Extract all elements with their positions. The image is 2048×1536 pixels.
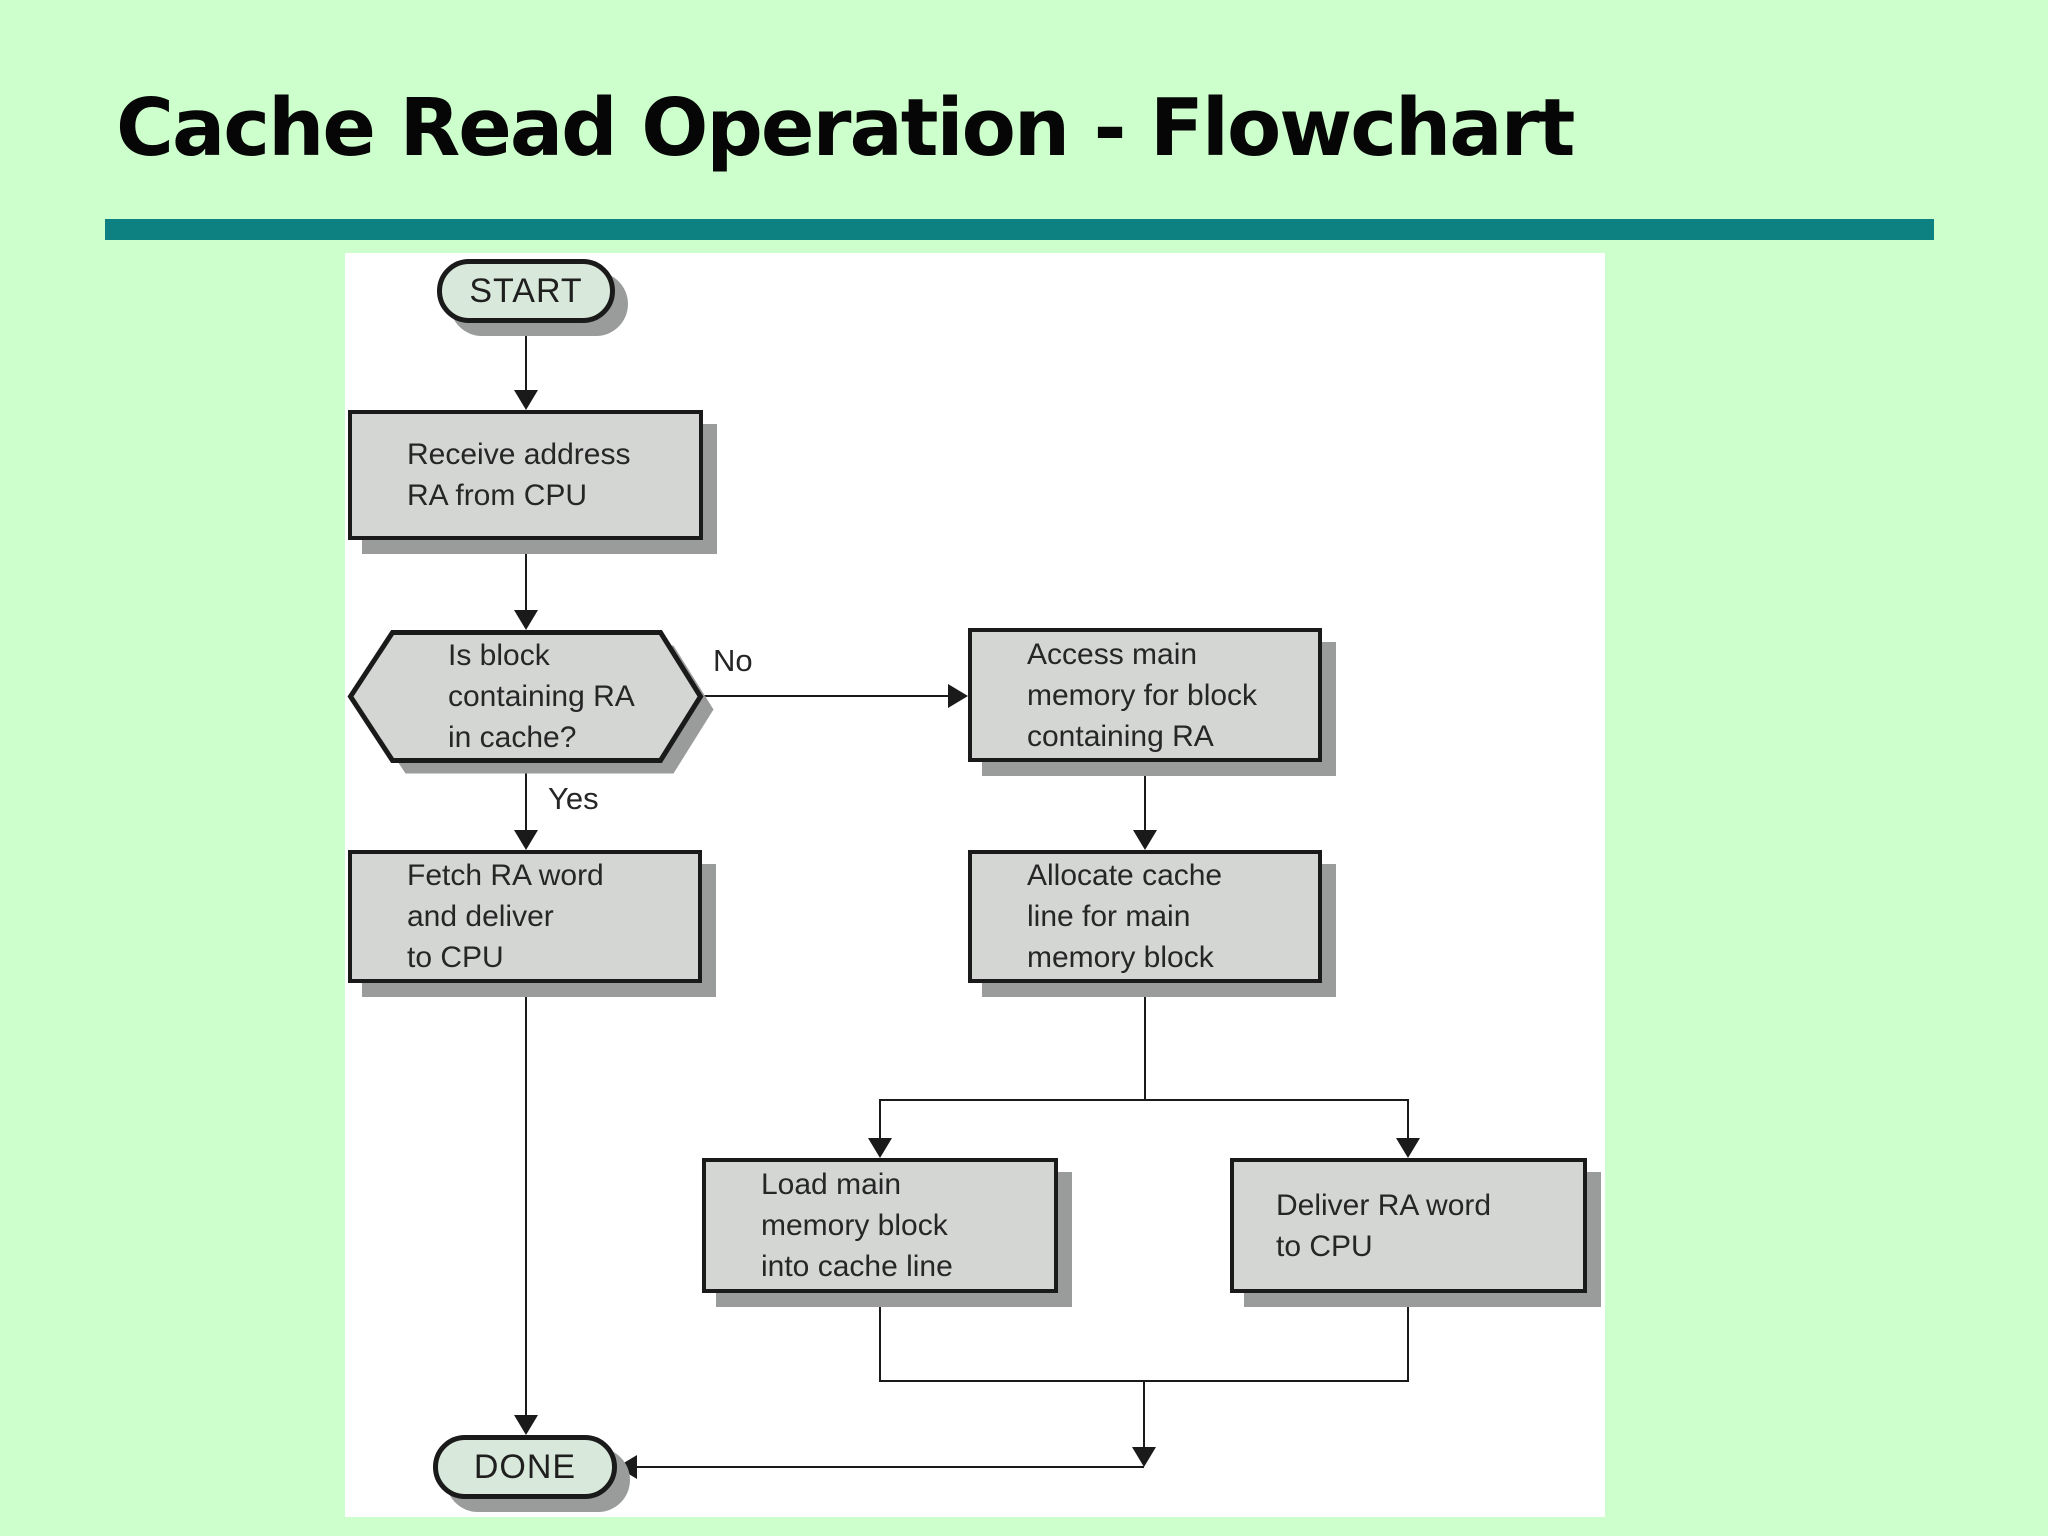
edge-join-horizontal — [879, 1380, 1409, 1382]
node-access-memory: Access main memory for block containing … — [968, 628, 1322, 762]
node-start: START — [437, 259, 615, 323]
slide-title: Cache Read Operation - Flowchart — [116, 82, 1575, 174]
node-allocate-line: Allocate cache line for main memory bloc… — [968, 850, 1322, 983]
node-receive-address: Receive address RA from CPU — [348, 410, 703, 540]
edge-split-to-load — [879, 1100, 881, 1138]
node-fetch-word: Fetch RA word and deliver to CPU — [348, 850, 702, 983]
arrowhead-decision-fetch — [514, 830, 538, 850]
edge-access-allocate — [1144, 762, 1146, 830]
label-no: No — [713, 643, 753, 678]
edge-decision-access — [703, 695, 949, 697]
edge-split-horizontal — [879, 1099, 1409, 1101]
edge-load-join — [879, 1293, 881, 1381]
arrowhead-join-done — [617, 1455, 637, 1479]
flowchart-canvas: No Yes Is block containing RA in cache? … — [345, 253, 1605, 1517]
edge-deliver-join — [1407, 1293, 1409, 1381]
arrowhead-fetch-done — [514, 1415, 538, 1435]
edge-start-receive — [525, 320, 527, 390]
arrowhead-access-allocate — [1133, 830, 1157, 850]
edge-join-done — [637, 1466, 1144, 1468]
edge-split-to-deliver — [1407, 1100, 1409, 1138]
edge-join-stem — [1143, 1382, 1145, 1447]
node-decision: Is block containing RA in cache? — [448, 639, 635, 754]
node-deliver-word: Deliver RA word to CPU — [1230, 1158, 1587, 1293]
node-done: DONE — [433, 1435, 617, 1499]
edge-allocate-stem — [1144, 983, 1146, 1100]
edge-fetch-done — [525, 983, 527, 1415]
arrowhead-join-stem — [1132, 1447, 1156, 1467]
node-load-block: Load main memory block into cache line — [702, 1158, 1058, 1293]
arrowhead-split-load — [868, 1138, 892, 1158]
arrowhead-decision-access — [948, 684, 968, 708]
arrowhead-start-receive — [514, 390, 538, 410]
label-yes: Yes — [548, 781, 599, 816]
arrowhead-split-deliver — [1396, 1138, 1420, 1158]
arrowhead-receive-decision — [514, 610, 538, 630]
edge-receive-decision — [525, 540, 527, 610]
decision-hexagon — [347, 630, 704, 763]
node-decision-shape — [347, 630, 714, 774]
edge-decision-fetch — [525, 763, 527, 830]
title-underline — [105, 219, 1934, 240]
